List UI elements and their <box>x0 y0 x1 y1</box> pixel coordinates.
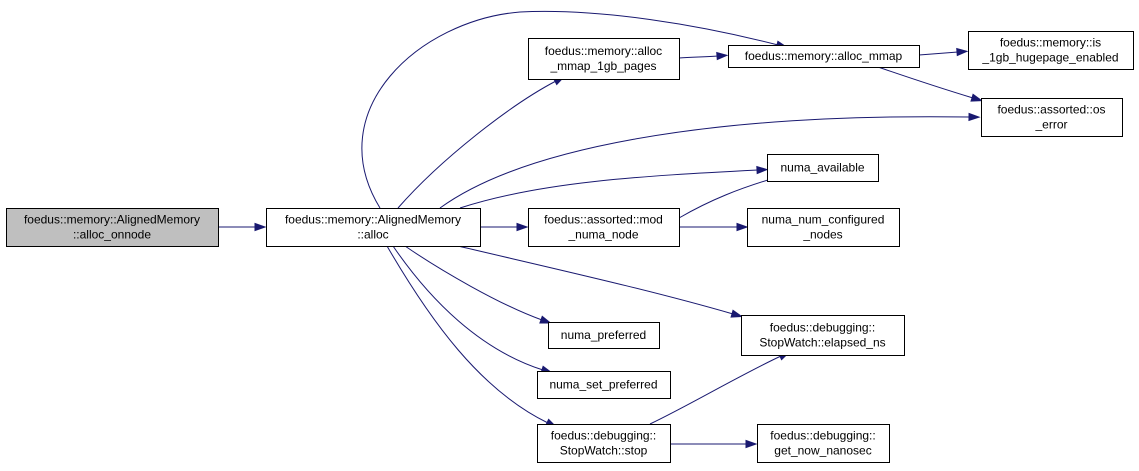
edge-alloc-to-mod_numa_node <box>479 222 529 232</box>
node-box-mod_numa_node[interactable] <box>528 208 680 247</box>
edge-arrowhead-alloc-to-numa_available <box>756 165 769 175</box>
edge-line-alloc-to-alloc_mmap_1gb_pages <box>397 80 557 209</box>
node-label-stop-line-1: StopWatch::stop <box>560 444 648 458</box>
node-box-numa_set_preferred[interactable] <box>537 371 671 399</box>
node-is_1gb_hugepage_enabled[interactable]: foedus::memory::is_1gb_hugepage_enabled <box>968 31 1134 70</box>
edge-line-alloc-to-numa_available <box>459 169 759 209</box>
node-label-os_error-line-1: _error <box>1034 118 1067 132</box>
edge-line-alloc-to-elapsed_ns <box>457 245 734 315</box>
edge-alloc-to-numa_set_preferred <box>392 245 554 374</box>
node-box-stop[interactable] <box>537 424 671 463</box>
edge-alloc_mmap-to-os_error <box>877 66 984 102</box>
edge-alloc-to-numa_preferred <box>404 245 552 324</box>
edge-stop-to-get_now_nanosec <box>670 439 758 449</box>
node-label-alloc-line-1: ::alloc <box>357 228 388 242</box>
node-label-stop-line-0: foedus::debugging:: <box>551 429 656 443</box>
node-box-alloc_mmap[interactable] <box>728 45 920 68</box>
node-box-os_error[interactable] <box>981 98 1123 137</box>
node-box-alloc_mmap_1gb_pages[interactable] <box>528 38 680 80</box>
edge-line-alloc-to-os_error <box>439 116 971 209</box>
edge-mod_numa_node-to-numa_num_configured_nodes <box>678 222 749 232</box>
edge-arrowhead-alloc_mmap-to-is_1gb_hugepage_enabled <box>956 47 969 57</box>
edge-line-alloc-to-alloc_mmap <box>361 10 779 209</box>
node-get_now_nanosec[interactable]: foedus::debugging::get_now_nanosec <box>757 424 890 463</box>
node-label-alloc-line-0: foedus::memory::AlignedMemory <box>285 213 461 227</box>
node-label-is_1gb_hugepage_enabled-line-1: _1gb_hugepage_enabled <box>981 51 1118 65</box>
edge-alloc-to-numa_available <box>459 165 769 209</box>
node-numa_num_configured_nodes[interactable]: numa_num_configured_nodes <box>747 208 900 247</box>
node-numa_available[interactable]: numa_available <box>767 154 879 182</box>
node-alloc_onnode[interactable]: foedus::memory::AlignedMemory::alloc_onn… <box>6 208 219 247</box>
edge-arrowhead-alloc-to-os_error <box>968 112 981 122</box>
edge-alloc_mmap-to-is_1gb_hugepage_enabled <box>918 47 969 57</box>
node-alloc_mmap[interactable]: foedus::memory::alloc_mmap <box>728 45 920 68</box>
node-label-numa_set_preferred-line-0: numa_set_preferred <box>549 378 657 392</box>
node-label-numa_num_configured_nodes-line-1: _nodes <box>802 228 842 242</box>
node-label-get_now_nanosec-line-1: get_now_nanosec <box>774 444 871 458</box>
node-box-numa_preferred[interactable] <box>548 322 660 349</box>
edge-arrowhead-alloc_mmap-to-os_error <box>970 93 984 102</box>
node-os_error[interactable]: foedus::assorted::os_error <box>981 98 1123 137</box>
edge-line-mod_numa_node-to-numa_available <box>678 176 779 219</box>
node-alloc[interactable]: foedus::memory::AlignedMemory::alloc <box>266 208 481 247</box>
node-mod_numa_node[interactable]: foedus::assorted::mod_numa_node <box>528 208 680 247</box>
node-box-get_now_nanosec[interactable] <box>757 424 890 463</box>
node-box-is_1gb_hugepage_enabled[interactable] <box>968 31 1134 70</box>
edge-alloc_mmap_1gb_pages-to-alloc_mmap <box>678 51 729 61</box>
edge-arrowhead-alloc_onnode-to-alloc <box>254 222 267 232</box>
edges-layer <box>217 10 984 449</box>
edge-line-stop-to-elapsed_ns <box>649 355 782 425</box>
node-label-numa_available-line-0: numa_available <box>780 161 864 175</box>
edge-line-alloc-to-stop <box>386 245 549 424</box>
node-label-alloc_onnode-line-1: ::alloc_onnode <box>73 228 151 242</box>
node-label-elapsed_ns-line-0: foedus::debugging:: <box>770 321 875 335</box>
edge-line-alloc_mmap_1gb_pages-to-alloc_mmap <box>678 55 719 59</box>
node-label-mod_numa_node-line-0: foedus::assorted::mod <box>544 213 663 227</box>
edge-arrowhead-alloc-to-numa_preferred <box>539 315 552 324</box>
node-elapsed_ns[interactable]: foedus::debugging::StopWatch::elapsed_ns <box>741 315 905 356</box>
edge-line-alloc-to-numa_preferred <box>404 245 543 321</box>
edge-arrowhead-mod_numa_node-to-numa_num_configured_nodes <box>736 222 749 232</box>
edge-line-alloc_mmap-to-os_error <box>877 66 974 99</box>
node-label-numa_num_configured_nodes-line-0: numa_num_configured <box>762 213 885 227</box>
node-numa_preferred[interactable]: numa_preferred <box>548 322 660 349</box>
node-box-alloc_onnode[interactable] <box>6 208 219 247</box>
edge-arrowhead-stop-to-get_now_nanosec <box>745 439 758 449</box>
edge-line-alloc_mmap-to-is_1gb_hugepage_enabled <box>918 51 959 56</box>
edge-line-alloc-to-numa_set_preferred <box>392 245 544 371</box>
edge-alloc-to-alloc_mmap_1gb_pages <box>397 76 566 209</box>
node-label-alloc_mmap-line-0: foedus::memory::alloc_mmap <box>745 49 903 63</box>
node-label-alloc_onnode-line-0: foedus::memory::AlignedMemory <box>24 213 200 227</box>
edge-arrowhead-alloc_mmap_1gb_pages-to-alloc_mmap <box>716 51 729 61</box>
edge-arrowhead-alloc-to-elapsed_ns <box>730 309 744 318</box>
node-label-is_1gb_hugepage_enabled-line-0: foedus::memory::is <box>1000 36 1101 50</box>
nodes-layer: foedus::memory::AlignedMemory::alloc_onn… <box>6 31 1134 463</box>
node-label-get_now_nanosec-line-0: foedus::debugging:: <box>770 429 875 443</box>
node-label-numa_preferred-line-0: numa_preferred <box>561 328 646 342</box>
node-alloc_mmap_1gb_pages[interactable]: foedus::memory::alloc_mmap_1gb_pages <box>528 38 680 80</box>
node-numa_set_preferred[interactable]: numa_set_preferred <box>537 371 671 399</box>
node-label-os_error-line-0: foedus::assorted::os <box>997 103 1105 117</box>
edge-alloc_onnode-to-alloc <box>217 222 267 232</box>
node-label-elapsed_ns-line-1: StopWatch::elapsed_ns <box>759 336 885 350</box>
node-box-alloc[interactable] <box>266 208 481 247</box>
node-label-mod_numa_node-line-1: _numa_node <box>567 228 638 242</box>
node-label-alloc_mmap_1gb_pages-line-0: foedus::memory::alloc <box>545 44 662 58</box>
node-box-numa_available[interactable] <box>767 154 879 182</box>
node-box-numa_num_configured_nodes[interactable] <box>747 208 900 247</box>
edge-arrowhead-alloc-to-mod_numa_node <box>516 222 529 232</box>
node-label-alloc_mmap_1gb_pages-line-1: _mmap_1gb_pages <box>549 59 656 73</box>
node-stop[interactable]: foedus::debugging::StopWatch::stop <box>537 424 671 463</box>
edge-alloc-to-os_error <box>439 112 981 209</box>
edge-alloc-to-elapsed_ns <box>457 245 744 318</box>
node-box-elapsed_ns[interactable] <box>741 315 905 356</box>
